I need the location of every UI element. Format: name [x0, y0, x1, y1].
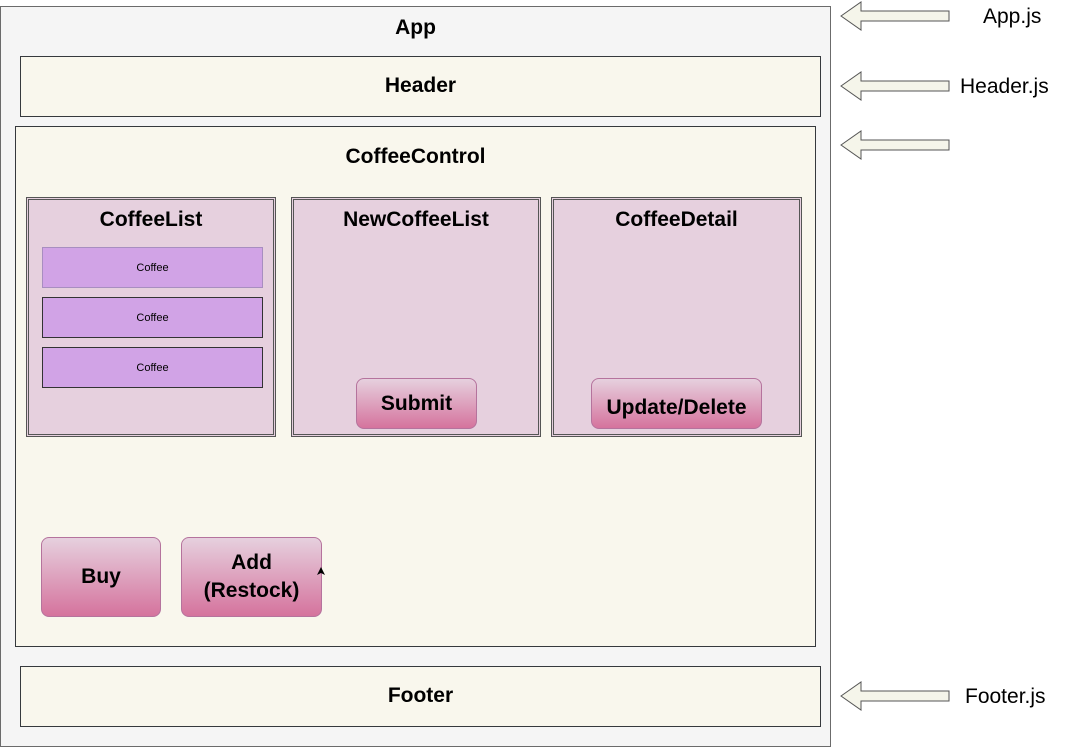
header-title: Header [384, 74, 457, 97]
left-arrow-icon [840, 71, 950, 101]
new-coffee-list-panel: NewCoffeeList Submit [291, 197, 541, 437]
footer-box: Footer [20, 666, 821, 727]
app-js-label: App.js [983, 5, 1042, 28]
coffee-list-item[interactable]: Coffee [42, 297, 263, 338]
coffee-control-title: CoffeeControl [345, 145, 486, 168]
coffee-list-title: CoffeeList [99, 208, 203, 231]
left-arrow-icon [840, 130, 950, 160]
coffee-detail-panel: CoffeeDetail Update/Delete [551, 197, 802, 437]
coffee-detail-title: CoffeeDetail [615, 208, 738, 231]
coffee-control-box: CoffeeControl CoffeeList Coffee Coffee C… [15, 126, 816, 647]
update-delete-button[interactable]: Update/Delete [591, 378, 762, 429]
coffee-list-panel: CoffeeList Coffee Coffee Coffee [26, 197, 276, 437]
coffee-list-item[interactable]: Coffee [42, 347, 263, 388]
cursor-arrow-icon [317, 567, 325, 575]
new-coffee-list-title: NewCoffeeList [343, 208, 489, 231]
header-box: Header [20, 56, 821, 117]
coffee-list-item[interactable]: Coffee [42, 247, 263, 288]
footer-js-label: Footer.js [965, 685, 1046, 708]
footer-title: Footer [387, 684, 454, 707]
app-title: App [395, 16, 436, 39]
left-arrow-icon [840, 1, 950, 31]
left-arrow-icon [840, 681, 950, 711]
submit-button[interactable]: Submit [356, 378, 477, 429]
add-restock-button[interactable]: Add (Restock) [181, 537, 322, 617]
header-js-label: Header.js [960, 75, 1049, 98]
buy-button[interactable]: Buy [41, 537, 161, 617]
